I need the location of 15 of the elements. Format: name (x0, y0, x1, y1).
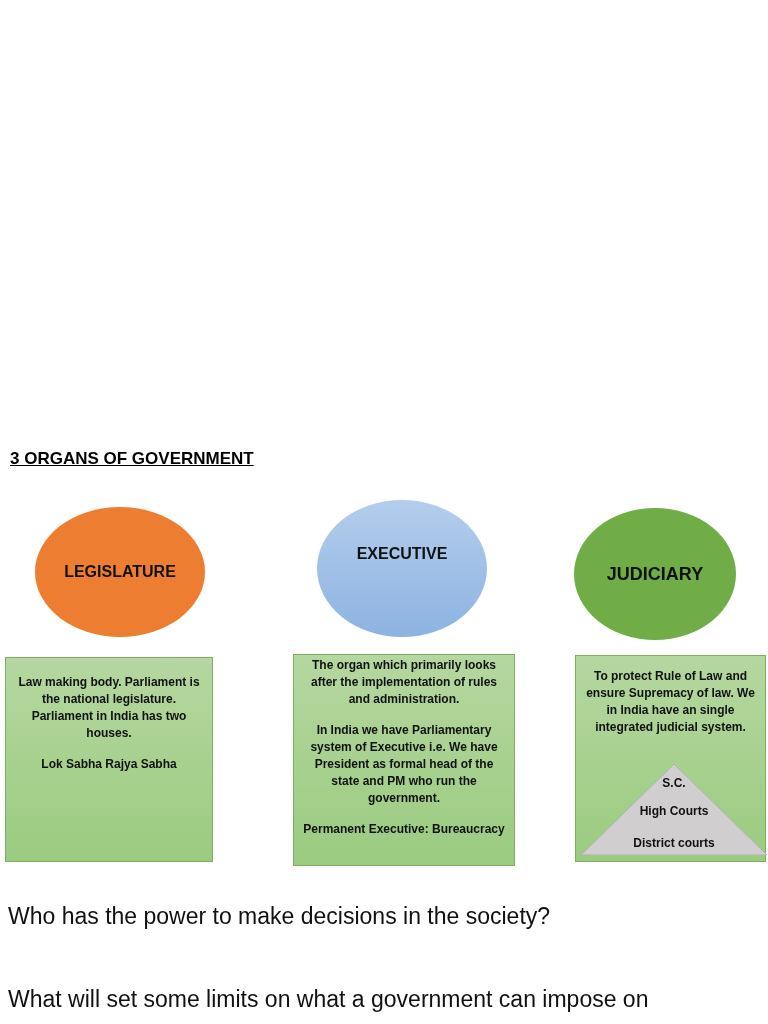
description-text: In India we have Parliamentary system of Executive i.e. We have President as formal head of the state and PM who run the government. (309, 722, 499, 807)
description-text: Lok Sabha Rajya Sabha (40, 756, 178, 773)
description-text: Permanent Executive: Bureaucracy (302, 821, 506, 838)
diagram-title: 3 ORGANS OF GOVERNMENT (10, 449, 254, 469)
organ-ellipse: LEGISLATURE (35, 507, 205, 637)
description-text: Law making body. Parliament is the national legislature. Parliament in India has two houses. (17, 674, 201, 742)
pyramid-level-label: District courts (632, 836, 716, 850)
question-text: What will set some limits on what a government can impose on (8, 986, 649, 1013)
organ-ellipse: EXECUTIVE (317, 500, 487, 637)
question-text: Who has the power to make decisions in the society? (8, 903, 551, 930)
pyramid-level-label: High Courts (638, 804, 710, 818)
description-text: The organ which primarily looks after the implementation of rules and administration. (310, 657, 498, 708)
pyramid-level-label: S.C. (661, 776, 687, 790)
organ-ellipse: JUDICIARY (574, 508, 736, 640)
description-text: To protect Rule of Law and ensure Supremacy of law. We in India have an single integrated judicial system. (585, 668, 756, 736)
